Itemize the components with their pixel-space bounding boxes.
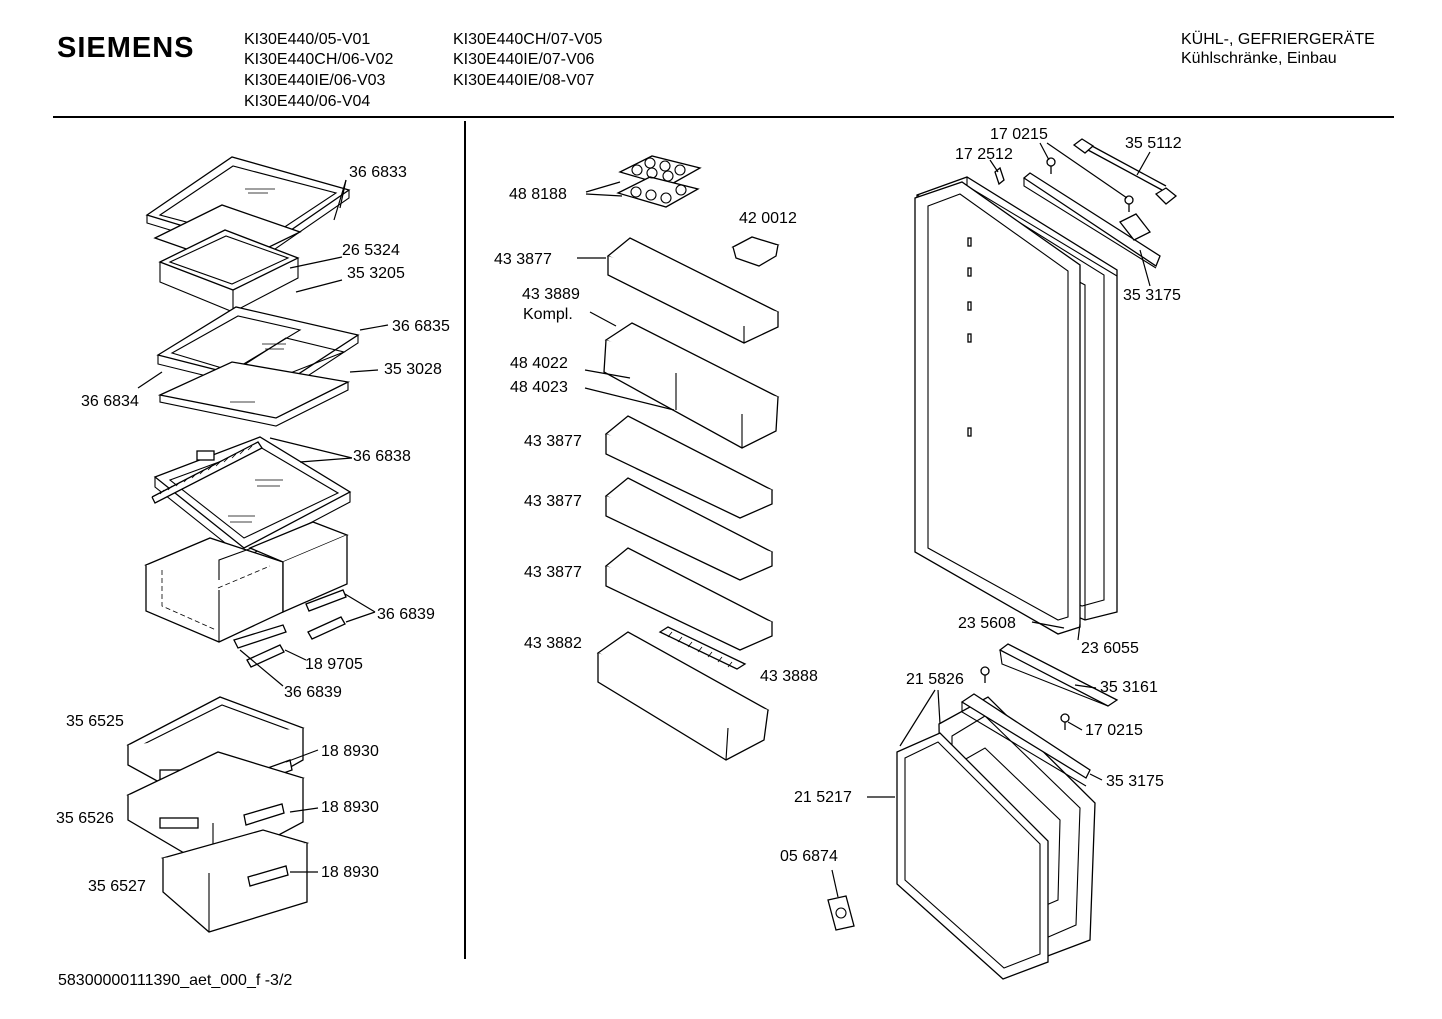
upper-hinge — [1022, 172, 1161, 269]
leader-lines-right — [831, 142, 1151, 898]
glass-shelf-split — [156, 306, 360, 427]
model-number: KI30E440IE/08-V07 — [453, 72, 595, 89]
lower-hinge — [960, 643, 1119, 787]
part-label: 36 6835 — [392, 318, 450, 335]
part-label: 48 4023 — [510, 379, 568, 396]
part-label: 35 6526 — [56, 810, 114, 827]
column-divider — [464, 121, 466, 959]
part-label: 43 3877 — [524, 564, 582, 581]
part-label: 43 3877 — [494, 251, 552, 268]
door-rack-4 — [604, 547, 774, 651]
part-label: 42 0012 — [739, 210, 797, 227]
part-label: 43 3877 — [524, 493, 582, 510]
part-label: 43 3889 — [522, 286, 580, 303]
part-label: 35 3205 — [347, 265, 405, 282]
cover-cap — [827, 895, 855, 931]
part-label: 18 8930 — [321, 743, 379, 760]
part-labels: 36 6833 26 5324 35 3205 36 6835 35 3028 … — [56, 126, 1182, 895]
leader-lines-middle — [577, 181, 675, 411]
part-label: 36 6833 — [349, 164, 407, 181]
part-label: 48 8188 — [509, 186, 567, 203]
drawer-355-6526 — [126, 751, 305, 871]
model-number: KI30E440CH/06-V02 — [244, 51, 394, 68]
door-rack-with-lid — [603, 322, 780, 449]
part-label: 48 4022 — [510, 355, 568, 372]
model-number: KI30E440IE/06-V03 — [244, 72, 386, 89]
part-label: 35 3175 — [1123, 287, 1181, 304]
door-rack-3 — [604, 477, 774, 581]
part-label: 21 5217 — [794, 789, 852, 806]
part-label: 35 6525 — [66, 713, 124, 730]
model-number: KI30E440IE/07-V06 — [453, 51, 595, 68]
shelf-frame-pieces — [153, 204, 302, 313]
door-rack-1 — [606, 237, 780, 344]
part-label: 35 5112 — [1125, 135, 1182, 152]
crisper-drawers — [144, 521, 349, 668]
category-title: KÜHL-, GEFRIERGERÄTE — [1181, 31, 1375, 48]
part-label: 17 2512 — [955, 146, 1013, 163]
part-label: 43 3877 — [524, 433, 582, 450]
bottle-rack — [596, 626, 770, 761]
part-label: 36 6839 — [377, 606, 435, 623]
part-label: 35 3161 — [1100, 679, 1158, 696]
part-label: 18 9705 — [305, 656, 363, 673]
part-label: 21 5826 — [906, 671, 964, 688]
part-label: 35 3028 — [384, 361, 442, 378]
category-subtitle: Kühlschränke, Einbau — [1181, 50, 1337, 67]
part-label: 43 3882 — [524, 635, 582, 652]
door-rack-2 — [604, 415, 774, 519]
part-label: 18 8930 — [321, 799, 379, 816]
model-number: KI30E440/05-V01 — [244, 31, 371, 48]
part-label: 23 6055 — [1081, 640, 1139, 657]
hinge-cover — [1072, 138, 1178, 205]
part-label: 05 6874 — [780, 848, 838, 865]
screws-lower — [980, 666, 1070, 730]
fridge-door — [914, 176, 1118, 635]
part-label: 18 8930 — [321, 864, 379, 881]
egg-tray — [616, 155, 702, 208]
header-divider — [53, 116, 1394, 118]
part-label: 23 5608 — [958, 615, 1016, 632]
document-id: 58300000111390_aet_000_f -3/2 — [58, 972, 293, 989]
butter-box — [731, 236, 780, 267]
part-label: 36 6839 — [284, 684, 342, 701]
part-label: 35 6527 — [88, 878, 146, 895]
freezer-door — [896, 696, 1096, 980]
part-label: 36 6834 — [81, 393, 139, 410]
part-label: 36 6838 — [353, 448, 411, 465]
model-number: KI30E440CH/07-V05 — [453, 31, 603, 48]
drawer-355-6527 — [160, 829, 310, 933]
part-label: 43 3888 — [760, 668, 818, 685]
leader-lines-left — [137, 179, 389, 873]
brand-logo: SIEMENS — [57, 32, 195, 64]
part-label: 35 3175 — [1106, 773, 1164, 790]
part-label: 17 0215 — [1085, 722, 1143, 739]
part-label: Kompl. — [523, 306, 573, 323]
model-number: KI30E440/06-V04 — [244, 93, 371, 110]
part-label: 17 0215 — [990, 126, 1048, 143]
part-label: 26 5324 — [342, 242, 400, 259]
